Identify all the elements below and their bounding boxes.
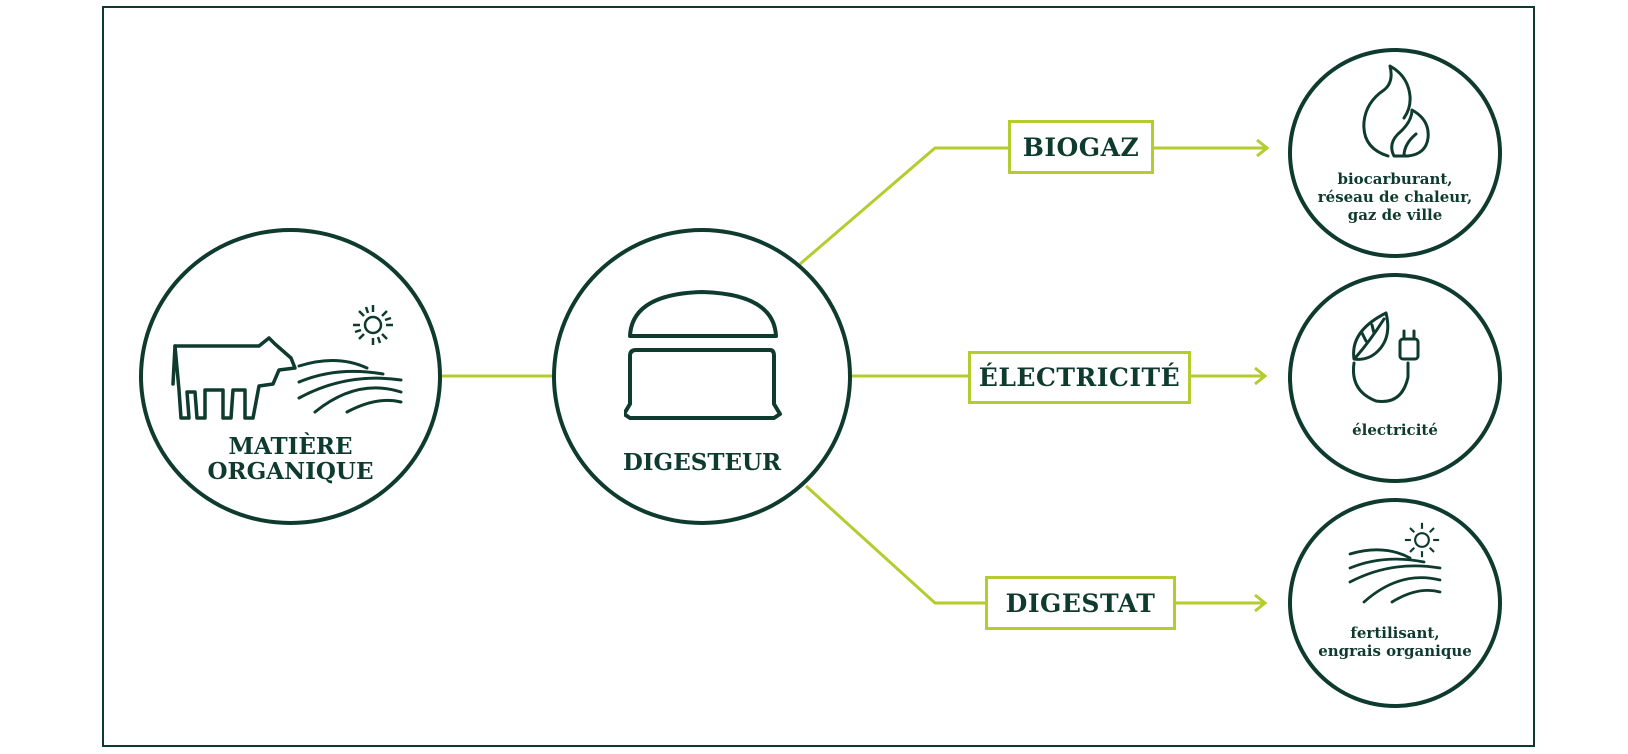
arrow-electricite-head [1254, 366, 1268, 386]
diagram-frame [102, 6, 1535, 747]
box-biogaz: BIOGAZ [1008, 120, 1154, 174]
biogaz-use-label: biocarburant, réseau de chaleur, gaz de … [1292, 170, 1498, 224]
sun-icon [353, 305, 393, 345]
electricite-use-label: électricité [1352, 421, 1438, 439]
node-electricite-use: électricité [1288, 273, 1502, 483]
arrow-digestat-head [1254, 593, 1268, 613]
node-biogaz-use: biocarburant, réseau de chaleur, gaz de … [1288, 48, 1502, 258]
digester-tank-icon [624, 290, 782, 420]
cow-icon [171, 336, 297, 420]
digestat-use-label: fertilisant, engrais organique [1292, 624, 1498, 660]
field-icon [1348, 548, 1442, 604]
biogaz-use-line2: réseau de chaleur, [1317, 188, 1473, 206]
matiere-label-line2: ORGANIQUE [207, 458, 374, 485]
node-digesteur: DIGESTEUR [552, 228, 852, 525]
node-digestat-use: fertilisant, engrais organique [1288, 498, 1502, 708]
sun-icon [1404, 522, 1440, 558]
biogaz-use-line1: biocarburant, [1337, 170, 1453, 188]
box-electricite: ÉLECTRICITÉ [968, 351, 1191, 404]
biogaz-use-line3: gaz de ville [1347, 206, 1443, 224]
leaf-plug-icon [1351, 311, 1420, 403]
field-icon [297, 358, 403, 414]
matiere-label-line1: MATIÈRE [228, 433, 353, 460]
digestat-use-line2: engrais organique [1318, 642, 1472, 660]
matiere-label: MATIÈRE ORGANIQUE [143, 434, 438, 484]
arrow-biogaz-head [1256, 138, 1270, 158]
flame-icon [1362, 64, 1430, 158]
node-matiere-organique: MATIÈRE ORGANIQUE [139, 228, 442, 525]
connector-digesteur-biogaz [799, 146, 1008, 266]
digestat-use-line1: fertilisant, [1350, 624, 1440, 642]
box-digestat: DIGESTAT [985, 576, 1176, 630]
connector-digesteur-digestat [804, 484, 985, 605]
digesteur-label: DIGESTEUR [622, 449, 782, 476]
